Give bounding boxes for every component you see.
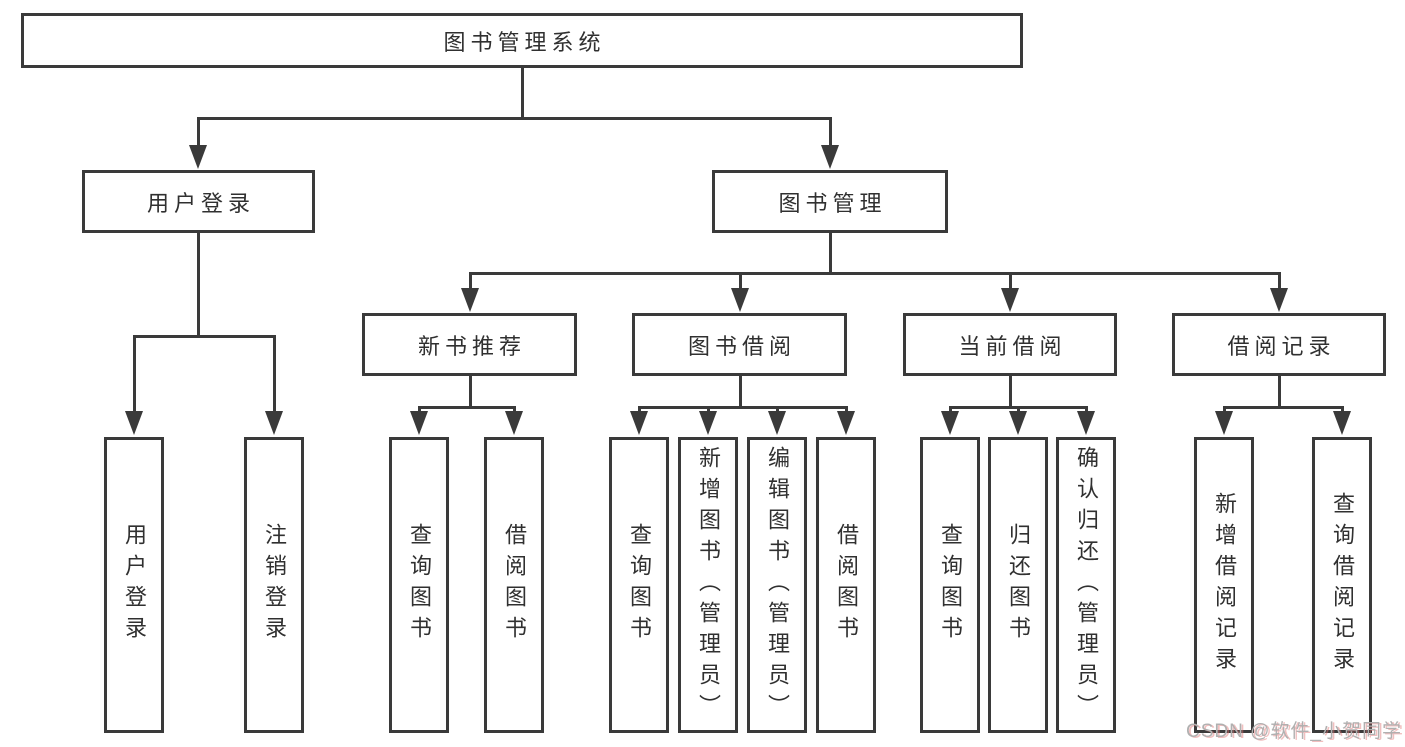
connector-vline [468, 376, 472, 407]
connector-stem [272, 336, 276, 415]
connector-stem [1008, 273, 1012, 292]
connector-stem [1277, 273, 1281, 292]
connector-stem [828, 118, 832, 149]
arrowhead-icon [505, 411, 523, 435]
connector-vline [196, 233, 200, 337]
arrowhead-icon [1215, 411, 1233, 435]
leaf-add-book-admin: 新增图书（管理员） [678, 437, 738, 733]
leaf-edit-book-admin: 编辑图书（管理员） [747, 437, 807, 733]
arrowhead-icon [821, 145, 839, 169]
connector-vline [1277, 376, 1281, 407]
connector-stem [738, 273, 742, 292]
arrowhead-icon [630, 411, 648, 435]
csdn-watermark: CSDN @软件_小贺同学 [1186, 721, 1402, 742]
leaf-query-borrow-record: 查询借阅记录 [1312, 437, 1372, 733]
leaf-confirm-return-admin: 确认归还（管理员） [1056, 437, 1116, 733]
connector-hline [132, 334, 276, 338]
arrowhead-icon [1009, 411, 1027, 435]
arrowhead-icon [941, 411, 959, 435]
leaf-borrow-books-borrowing: 借阅图书 [816, 437, 876, 733]
arrowhead-icon [1001, 288, 1019, 312]
arrowhead-icon [731, 288, 749, 312]
connector-vline [1008, 376, 1012, 407]
connector-hline [196, 116, 832, 120]
node-borrow-records: 借阅记录 [1172, 313, 1386, 376]
arrowhead-icon [837, 411, 855, 435]
leaf-user-login: 用户登录 [104, 437, 164, 733]
arrowhead-icon [699, 411, 717, 435]
node-book-management: 图书管理 [712, 170, 948, 233]
connector-stem [196, 118, 200, 149]
node-user-login: 用户登录 [82, 170, 315, 233]
arrowhead-icon [265, 411, 283, 435]
arrowhead-icon [189, 145, 207, 169]
arrowhead-icon [125, 411, 143, 435]
arrowhead-icon [410, 411, 428, 435]
arrowhead-icon [768, 411, 786, 435]
node-root: 图书管理系统 [21, 13, 1023, 68]
leaf-logout: 注销登录 [244, 437, 304, 733]
leaf-add-borrow-record: 新增借阅记录 [1194, 437, 1254, 733]
node-current-borrowing: 当前借阅 [903, 313, 1117, 376]
connector-hline [468, 271, 1281, 275]
leaf-borrow-books-recommend: 借阅图书 [484, 437, 544, 733]
leaf-query-books-recommend: 查询图书 [389, 437, 449, 733]
node-new-book-recommend: 新书推荐 [362, 313, 577, 376]
leaf-return-books: 归还图书 [988, 437, 1048, 733]
connector-vline [738, 376, 742, 407]
connector-hline [1222, 405, 1344, 409]
connector-hline [637, 405, 848, 409]
node-book-borrowing: 图书借阅 [632, 313, 847, 376]
connector-stem [468, 273, 472, 292]
connector-stem [132, 336, 136, 415]
connector-vline [520, 68, 524, 119]
arrowhead-icon [1270, 288, 1288, 312]
connector-hline [417, 405, 516, 409]
connector-vline [828, 233, 832, 274]
leaf-query-books-borrowing: 查询图书 [609, 437, 669, 733]
arrowhead-icon [461, 288, 479, 312]
arrowhead-icon [1077, 411, 1095, 435]
leaf-query-books-current: 查询图书 [920, 437, 980, 733]
arrowhead-icon [1333, 411, 1351, 435]
